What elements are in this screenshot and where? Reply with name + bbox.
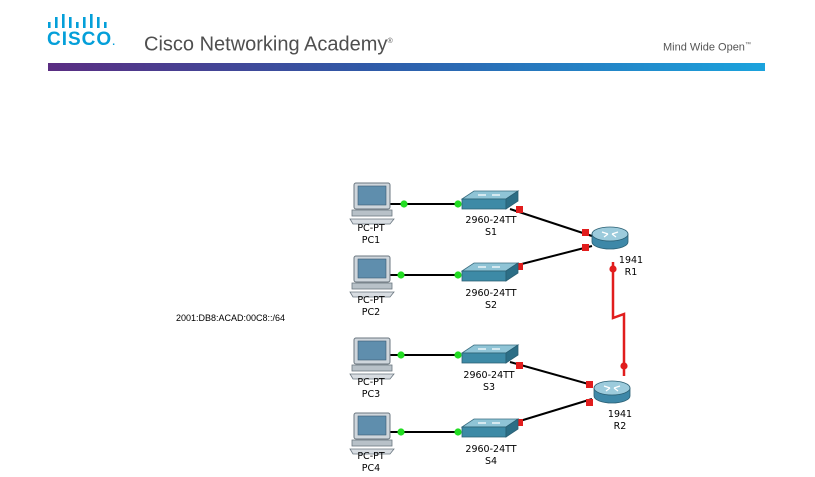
s1-name-label: S1 (485, 227, 497, 238)
pc2-name-label: PC2 (362, 307, 380, 318)
port-down (516, 206, 523, 213)
s1-model-label: 2960-24TT (465, 215, 516, 226)
pc-icon[interactable] (349, 337, 395, 380)
switch-icon[interactable] (461, 190, 519, 210)
port-up (400, 200, 408, 208)
port-down (582, 244, 589, 251)
tagline: Mind Wide Open™ (663, 41, 751, 54)
pc1-model-label: PC-PT (357, 223, 385, 234)
pc-icon[interactable] (349, 412, 395, 455)
header-rule (48, 63, 765, 71)
s2-name-label: S2 (485, 300, 497, 311)
switch-icon[interactable] (461, 418, 519, 438)
s4-name-label: S4 (485, 456, 497, 467)
s3-name-label: S3 (483, 382, 495, 393)
port-up (454, 351, 462, 359)
port-up (397, 351, 405, 359)
r2-name-label: R2 (614, 421, 627, 432)
s4-model-label: 2960-24TT (465, 444, 516, 455)
port-down (586, 399, 593, 406)
port-down (582, 229, 589, 236)
router-icon[interactable] (593, 380, 631, 404)
pc4-model-label: PC-PT (357, 451, 385, 462)
port-up (454, 200, 462, 208)
pc3-name-label: PC3 (362, 389, 380, 400)
cisco-logo-bars (48, 14, 107, 28)
pc2-model-label: PC-PT (357, 295, 385, 306)
port-down (586, 381, 593, 388)
port-down (516, 419, 523, 426)
link-s4-r2 (509, 398, 593, 425)
r1-model-label: 1941 (619, 255, 643, 266)
port-up (454, 428, 462, 436)
port-up (397, 271, 405, 279)
pc4-name-label: PC4 (362, 463, 380, 474)
port-up (454, 271, 462, 279)
r2-model-label: 1941 (608, 409, 632, 420)
serial-port (620, 362, 628, 370)
link-s1-r1 (509, 208, 593, 237)
academy-title: Cisco Networking Academy® (144, 33, 393, 56)
pc-icon[interactable] (349, 182, 395, 225)
pc-icon[interactable] (349, 255, 395, 298)
port-up (397, 428, 405, 436)
port-down (516, 263, 523, 270)
router-icon[interactable] (591, 226, 629, 250)
switch-icon[interactable] (461, 344, 519, 364)
ipv6-prefix-label: 2001:DB8:ACAD:00C8::/64 (176, 313, 286, 323)
cisco-logo: CISCO. (47, 29, 116, 50)
r1-name-label: R1 (625, 267, 638, 278)
s3-model-label: 2960-24TT (463, 370, 514, 381)
serial-link-r1-r2 (611, 262, 626, 376)
link-s2-r1 (509, 245, 593, 268)
serial-port (609, 265, 617, 273)
switch-icon[interactable] (461, 262, 519, 282)
pc1-name-label: PC1 (362, 235, 380, 246)
s2-model-label: 2960-24TT (465, 288, 516, 299)
link-s3-r2 (509, 361, 593, 386)
pc3-model-label: PC-PT (357, 377, 385, 388)
port-down (516, 362, 523, 369)
